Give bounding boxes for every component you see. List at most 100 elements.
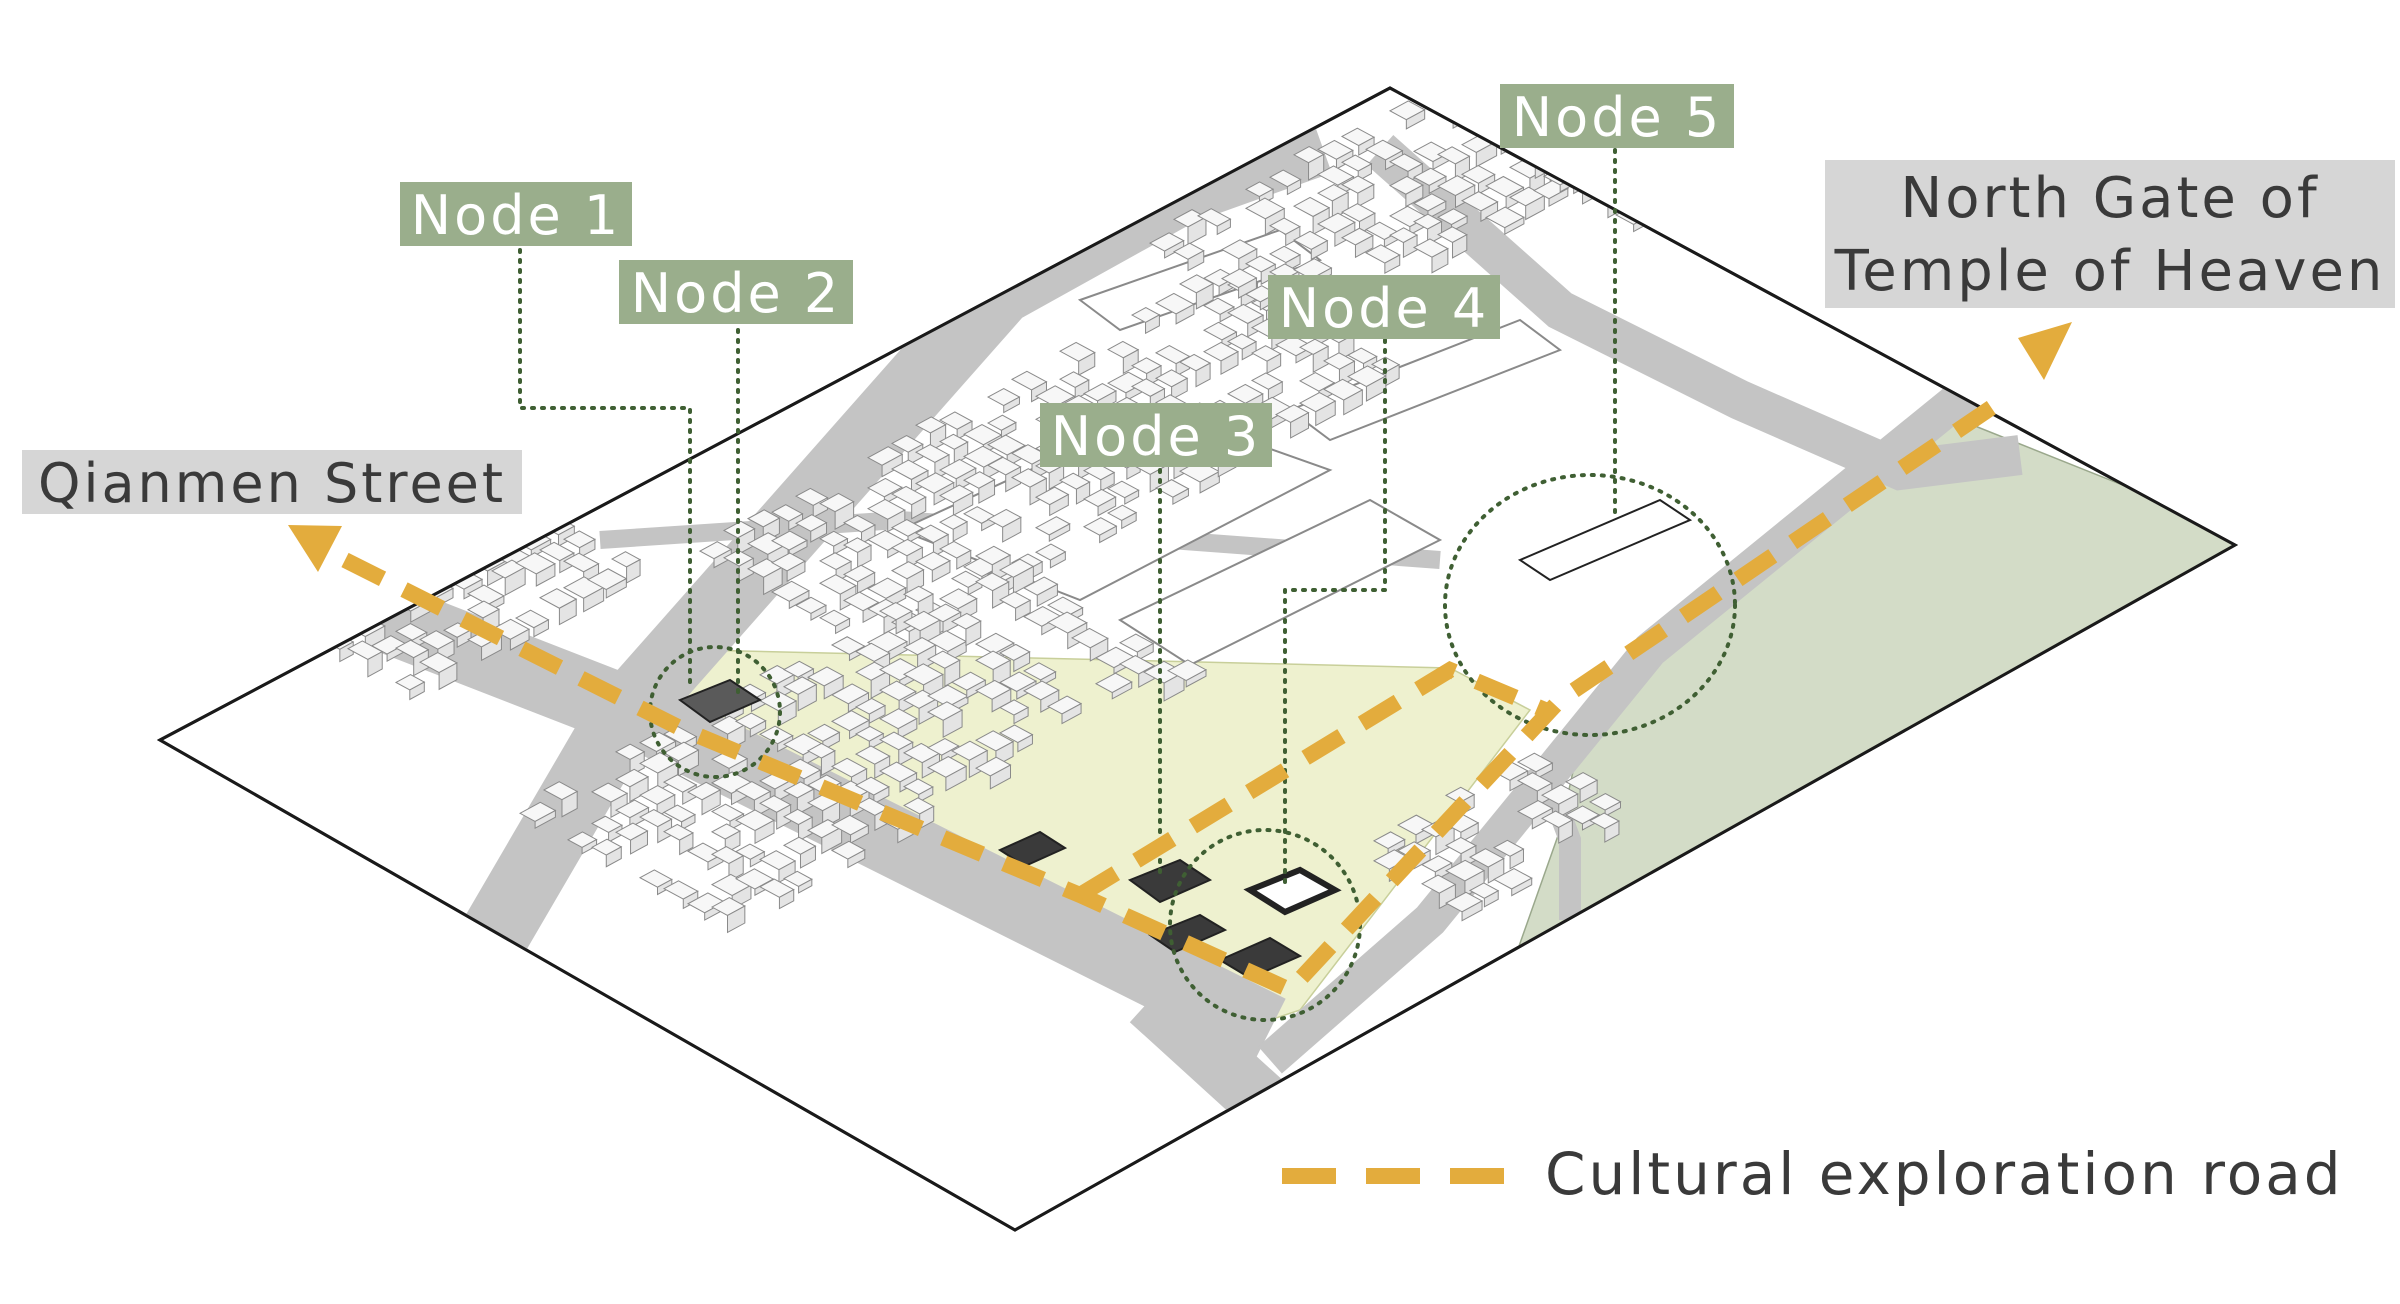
building-side	[911, 496, 927, 520]
building	[1734, 112, 1775, 134]
building-side	[1005, 466, 1022, 493]
building	[1662, 150, 1697, 169]
route-arrow-west	[288, 525, 342, 572]
label-node3: Node 3	[1040, 403, 1272, 468]
building-side	[1312, 345, 1329, 374]
building-side	[1405, 108, 1426, 130]
building-side	[835, 617, 851, 635]
building-side	[1405, 184, 1424, 208]
building-side	[316, 627, 332, 651]
route-arrow-east	[2018, 322, 2072, 380]
building-side	[1357, 183, 1375, 208]
label-north-gate: North Gate of Temple of Heaven	[1825, 160, 2395, 308]
building	[1806, 95, 1841, 115]
building	[1734, 130, 1774, 152]
building	[1806, 118, 1840, 137]
label-qianmen: Qianmen Street	[22, 450, 522, 515]
building-side	[749, 719, 767, 738]
building-side	[1755, 122, 1774, 143]
building-side	[1751, 88, 1771, 89]
building-side	[1475, 140, 1498, 168]
building-side	[1003, 396, 1020, 414]
building-side	[942, 709, 963, 739]
route	[341, 388, 2015, 1000]
building	[1712, 67, 1741, 83]
building-side	[1000, 421, 1017, 439]
building	[1662, 176, 1696, 195]
building-side	[1061, 702, 1082, 725]
building-side	[362, 600, 382, 623]
building	[1686, 180, 1725, 202]
building-side	[1402, 234, 1418, 259]
building-side	[1751, 163, 1771, 193]
building-side	[679, 832, 694, 856]
building	[1566, 147, 1598, 165]
building-side	[1185, 668, 1207, 688]
building-side	[1579, 779, 1598, 804]
building-side	[1677, 158, 1696, 179]
building-side	[956, 549, 972, 570]
building-side	[857, 571, 876, 595]
building-side	[1384, 254, 1401, 275]
building	[1782, 114, 1814, 132]
building-side	[1354, 234, 1374, 259]
building-side	[857, 544, 872, 569]
building-side	[1343, 389, 1363, 416]
node4-text: Node 4	[1279, 277, 1489, 340]
legend: Cultural exploration road	[1282, 1140, 2341, 1208]
building-side	[798, 816, 813, 842]
building-side	[1582, 155, 1597, 179]
leader-node1	[518, 238, 692, 692]
building-side	[1461, 900, 1483, 922]
building-side	[1477, 88, 1499, 91]
building	[1556, 160, 1592, 180]
building-side	[1187, 249, 1205, 272]
building-side	[1172, 487, 1189, 505]
building-side	[1049, 551, 1066, 569]
building-side	[509, 628, 530, 651]
building-side	[339, 641, 354, 663]
building-side	[1820, 125, 1839, 153]
building-side	[1199, 470, 1220, 494]
building	[1736, 57, 1770, 75]
building	[1758, 88, 1796, 91]
building-side	[810, 521, 828, 543]
building-side	[678, 749, 699, 777]
building-side	[605, 846, 622, 868]
building-side	[1220, 350, 1239, 376]
building-side	[1145, 314, 1160, 335]
building-side	[778, 888, 795, 910]
node2-text: Node 2	[631, 262, 841, 325]
building	[418, 558, 459, 580]
building-side	[1778, 88, 1796, 104]
building-side	[1195, 282, 1214, 310]
building-side	[367, 650, 383, 678]
building-side	[754, 819, 775, 845]
building-side	[786, 560, 806, 583]
building-side	[529, 515, 545, 532]
building-side	[1702, 188, 1724, 219]
building-side	[788, 589, 810, 610]
building	[490, 514, 530, 536]
building	[1806, 88, 1841, 91]
building-side	[1015, 599, 1031, 622]
building-side	[1013, 706, 1029, 725]
building-side	[1452, 233, 1468, 259]
building-side	[1511, 877, 1533, 897]
building	[298, 618, 332, 637]
node1-text: Node 1	[411, 184, 621, 247]
building	[442, 538, 477, 557]
building	[466, 523, 503, 543]
building-side	[1455, 88, 1475, 105]
building-side	[1100, 471, 1115, 492]
building-side	[1558, 819, 1573, 844]
building-side	[850, 824, 869, 844]
building-side	[1677, 211, 1700, 231]
building-side	[727, 905, 746, 934]
building-side	[1780, 52, 1799, 77]
building	[1758, 124, 1798, 146]
building-side	[1315, 400, 1336, 427]
building	[1686, 164, 1723, 184]
node3-text: Node 3	[1051, 405, 1261, 468]
building-side	[605, 577, 627, 599]
